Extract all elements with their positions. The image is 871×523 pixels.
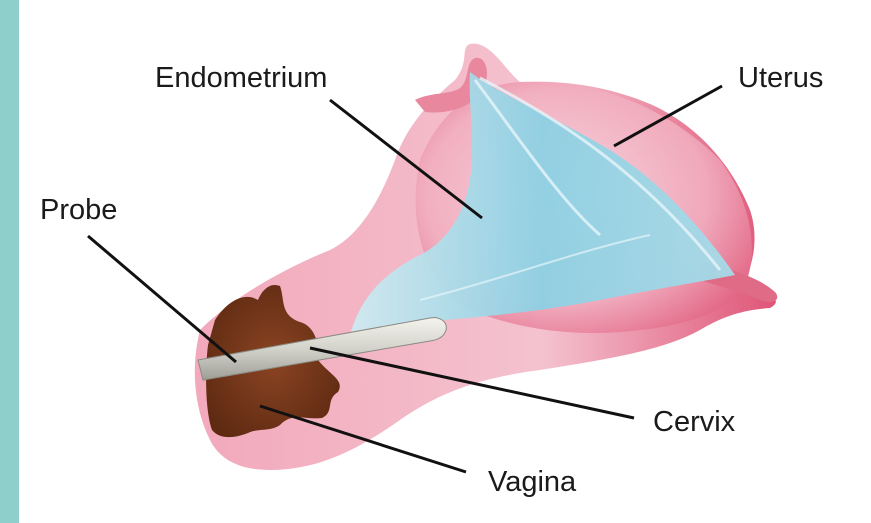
probe-label: Probe: [40, 196, 117, 225]
vagina-label: Vagina: [488, 468, 576, 497]
probe-leader-line: [88, 236, 236, 362]
uterus-label: Uterus: [738, 64, 823, 93]
cervix-label: Cervix: [653, 408, 735, 437]
endometrium-label: Endometrium: [155, 64, 327, 93]
